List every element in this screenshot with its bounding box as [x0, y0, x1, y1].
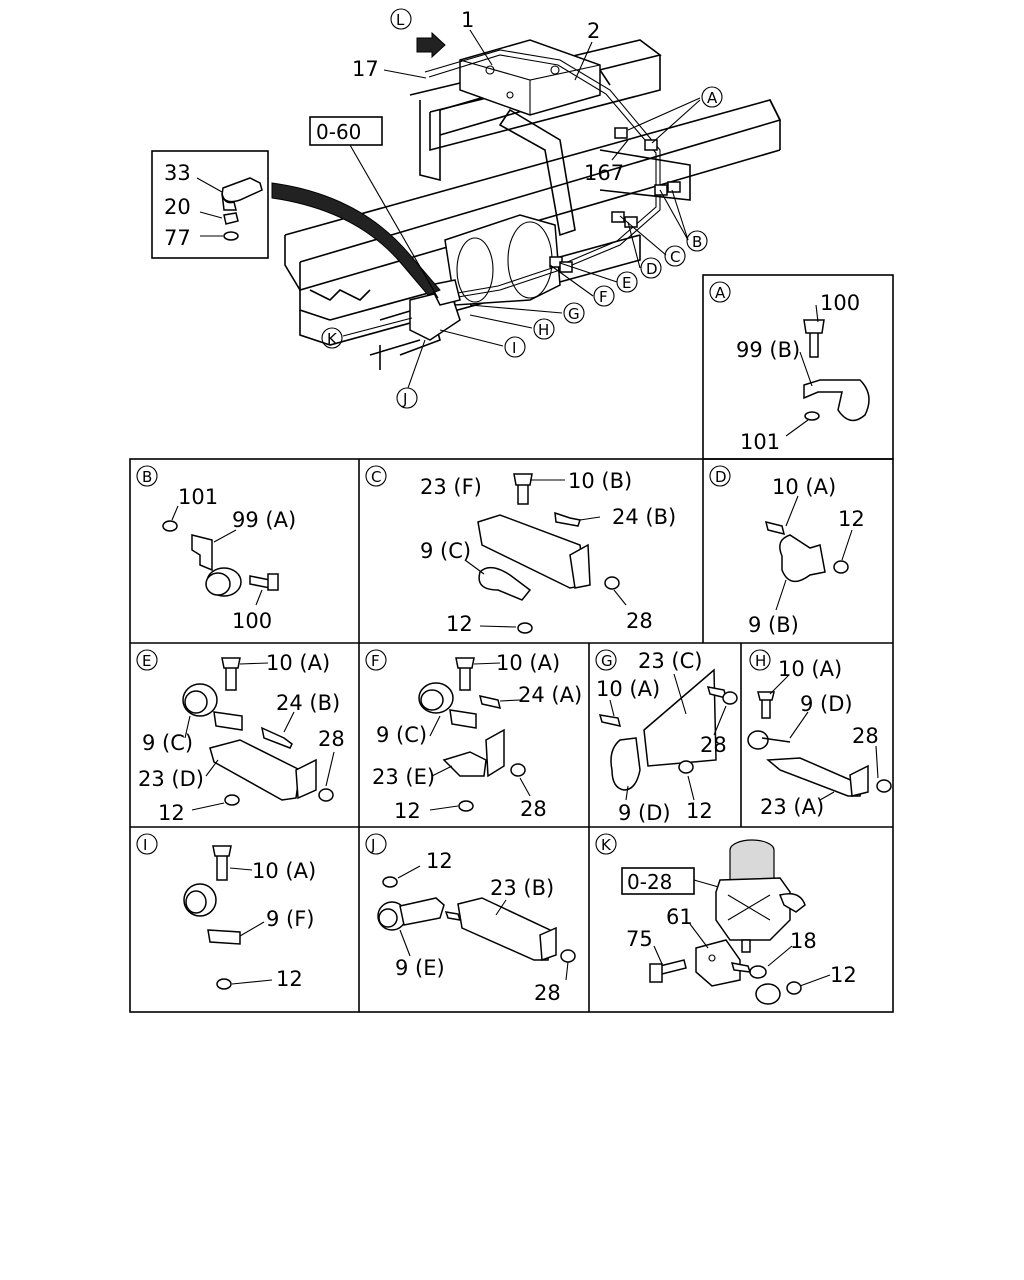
svg-text:10 (A): 10 (A) — [772, 475, 836, 499]
svg-text:100: 100 — [820, 291, 860, 315]
svg-text:75: 75 — [626, 927, 653, 951]
svg-text:12: 12 — [838, 507, 865, 531]
svg-text:L: L — [396, 11, 405, 29]
panel-c: C 23 (F) 10 (B) 24 (B) 9 (C) 12 28 — [365, 465, 676, 636]
panel-k: K 0-28 61 75 18 12 — [595, 833, 857, 1005]
panel-b: B 101 99 (A) 100 — [136, 465, 296, 633]
svg-text:9 (D): 9 (D) — [800, 692, 853, 716]
svg-text:E: E — [142, 652, 151, 670]
svg-text:B: B — [142, 468, 152, 486]
panel-a: A 100 99 (B) 101 — [709, 281, 870, 454]
panel-f: F 10 (A) 24 (A) 9 (C) 23 (E) 12 28 — [365, 649, 582, 823]
panel-j: J 12 23 (B) 9 (E) 28 — [365, 833, 576, 1005]
svg-text:H: H — [538, 321, 549, 339]
label-20: 20 — [164, 195, 191, 219]
svg-text:K: K — [327, 330, 338, 348]
svg-text:0-28: 0-28 — [627, 870, 672, 894]
panel-h: H 10 (A) 9 (D) 28 23 (A) — [747, 649, 892, 819]
svg-text:100: 100 — [232, 609, 272, 633]
svg-text:12: 12 — [686, 799, 713, 823]
svg-text:10 (A): 10 (A) — [778, 657, 842, 681]
svg-text:H: H — [755, 652, 766, 670]
svg-text:12: 12 — [446, 612, 473, 636]
svg-text:D: D — [646, 260, 658, 278]
label-167: 167 — [584, 161, 624, 185]
svg-text:23 (E): 23 (E) — [372, 765, 435, 789]
svg-text:23 (A): 23 (A) — [760, 795, 824, 819]
svg-text:10 (A): 10 (A) — [496, 651, 560, 675]
svg-text:J: J — [402, 390, 407, 408]
label-17: 17 — [352, 57, 379, 81]
chassis-illustration — [271, 31, 782, 370]
svg-text:A: A — [707, 89, 718, 107]
svg-text:12: 12 — [830, 963, 857, 987]
svg-text:9 (F): 9 (F) — [266, 907, 315, 931]
svg-text:28: 28 — [626, 609, 653, 633]
svg-text:28: 28 — [700, 733, 727, 757]
panel-d: D 10 (A) 12 9 (B) — [709, 465, 865, 637]
svg-text:12: 12 — [158, 801, 185, 825]
svg-text:12: 12 — [276, 967, 303, 991]
svg-text:18: 18 — [790, 929, 817, 953]
svg-text:24 (B): 24 (B) — [276, 691, 340, 715]
svg-text:10 (B): 10 (B) — [568, 469, 632, 493]
main-callouts: L A B C D E F G H I J K — [321, 8, 723, 409]
svg-text:F: F — [371, 652, 380, 670]
svg-text:J: J — [370, 836, 375, 854]
svg-text:G: G — [568, 305, 580, 323]
svg-text:23 (F): 23 (F) — [420, 475, 482, 499]
svg-text:23 (B): 23 (B) — [490, 876, 554, 900]
svg-text:61: 61 — [666, 905, 693, 929]
svg-text:101: 101 — [178, 485, 218, 509]
svg-text:C: C — [371, 468, 381, 486]
svg-text:D: D — [715, 468, 727, 486]
svg-text:24 (A): 24 (A) — [518, 683, 582, 707]
svg-text:23 (D): 23 (D) — [138, 767, 204, 791]
svg-text:F: F — [599, 288, 608, 306]
reference-box-0-60: 0-60 — [309, 116, 439, 299]
svg-text:28: 28 — [520, 797, 547, 821]
svg-text:12: 12 — [426, 849, 453, 873]
panel-i: I 10 (A) 9 (F) 12 — [136, 833, 316, 991]
svg-text:I: I — [143, 836, 147, 854]
svg-text:G: G — [601, 652, 613, 670]
inset-elbow-fitting: 33 20 77 — [151, 150, 269, 259]
svg-text:28: 28 — [534, 981, 561, 1005]
svg-text:10 (A): 10 (A) — [596, 677, 660, 701]
svg-text:9 (E): 9 (E) — [395, 956, 445, 980]
label-1: 1 — [461, 8, 474, 32]
svg-text:C: C — [670, 248, 680, 266]
svg-text:101: 101 — [740, 430, 780, 454]
svg-text:23 (C): 23 (C) — [638, 649, 702, 673]
svg-text:9 (C): 9 (C) — [420, 539, 471, 563]
svg-text:24 (B): 24 (B) — [612, 505, 676, 529]
svg-text:10 (A): 10 (A) — [252, 859, 316, 883]
svg-text:9 (C): 9 (C) — [142, 731, 193, 755]
svg-text:0-60: 0-60 — [316, 120, 361, 144]
svg-text:99 (A): 99 (A) — [232, 508, 296, 532]
svg-text:9 (D): 9 (D) — [618, 801, 671, 825]
svg-text:E: E — [622, 274, 631, 292]
svg-text:10 (A): 10 (A) — [266, 651, 330, 675]
panel-g: G 23 (C) 10 (A) 28 9 (D) 12 — [595, 649, 738, 825]
panel-e: E 10 (A) 24 (B) 9 (C) 28 23 (D) 12 — [136, 649, 345, 825]
svg-text:9 (B): 9 (B) — [748, 613, 799, 637]
label-77: 77 — [164, 226, 191, 250]
svg-text:28: 28 — [852, 724, 879, 748]
svg-text:A: A — [715, 284, 726, 302]
label-2: 2 — [587, 19, 600, 43]
main-labels: 1 2 17 167 — [342, 8, 701, 389]
svg-text:K: K — [601, 836, 612, 854]
svg-text:99 (B): 99 (B) — [736, 338, 800, 362]
svg-text:I: I — [512, 339, 516, 357]
label-33: 33 — [164, 161, 191, 185]
svg-text:28: 28 — [318, 727, 345, 751]
svg-text:12: 12 — [394, 799, 421, 823]
svg-text:B: B — [692, 233, 702, 251]
panel-grid — [129, 274, 894, 1013]
svg-text:9 (C): 9 (C) — [376, 723, 427, 747]
